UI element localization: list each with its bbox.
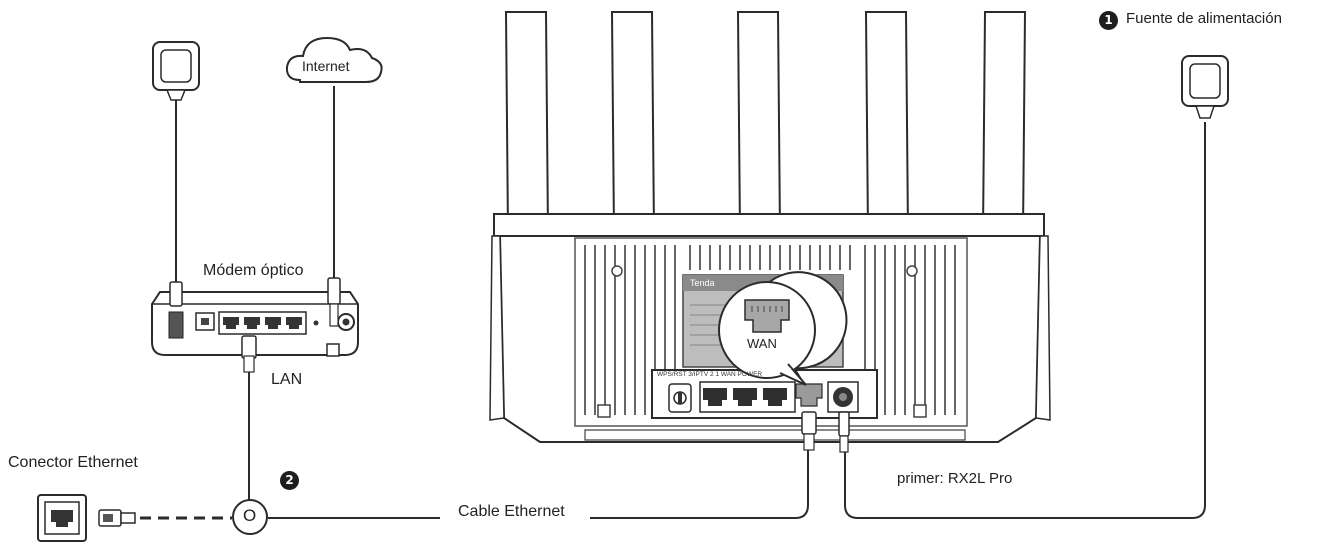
router-rear-view [489, 11, 1051, 453]
optical-modem-label: Módem óptico [203, 262, 304, 279]
junction-letter: O [243, 506, 257, 525]
internet-label: Internet [302, 58, 350, 74]
router-vents [584, 245, 956, 415]
cable-junction [232, 499, 268, 535]
internet-cloud-icon [285, 36, 383, 83]
power-supply-label: Fuente de alimentación [1126, 10, 1282, 27]
router-model-label: primer: RX2L Pro [897, 470, 1013, 487]
router-brand-label: Tenda [690, 278, 715, 288]
optical-modem [151, 277, 359, 373]
modem-lan-ports [218, 311, 307, 335]
ethernet-wall-jack [37, 494, 136, 542]
router-port-strip-label: WPS/RST 3/IPTV 2 1 WAN POWER [657, 371, 763, 378]
wan-label: WAN [747, 336, 777, 351]
ethernet-cable-label: Cable Ethernet [458, 503, 565, 520]
step-1-badge: 1 [1099, 11, 1118, 30]
lan-label: LAN [271, 371, 303, 388]
modem-power-adapter-icon [152, 41, 200, 101]
cables [175, 86, 1206, 519]
router-antennas [504, 11, 1027, 234]
ethernet-jack-label: Conector Ethernet [8, 454, 138, 471]
ethernet-cable [268, 450, 809, 519]
router-bottom-vents [584, 429, 966, 441]
wan-port [795, 383, 823, 407]
router-power-adapter-icon [1181, 55, 1229, 119]
router-power-cable [844, 122, 1206, 519]
step-2-badge: 2 [280, 471, 299, 490]
router-ethernet-ports [699, 381, 823, 413]
wan-callout [718, 271, 848, 386]
